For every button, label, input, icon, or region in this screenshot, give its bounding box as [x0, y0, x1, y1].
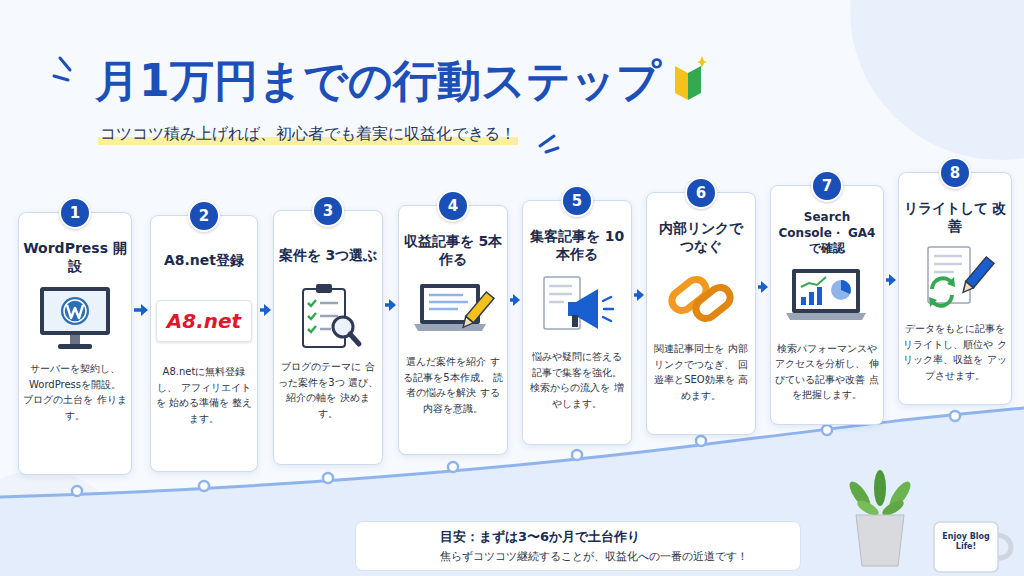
step-arrow — [758, 281, 768, 293]
arrow-head — [141, 304, 148, 316]
note-box: 目安：まずは3〜6か月で土台作り焦らずコツコツ継続することが、収益化への一番の近… — [355, 521, 801, 571]
plant — [846, 470, 914, 566]
note-heading: 目安：まずは3〜6か月で土台作り — [440, 528, 790, 546]
step-number-text: 5 — [572, 192, 582, 210]
step-number-text: 6 — [696, 184, 706, 202]
step-arrow — [634, 289, 644, 301]
rewrite-icon — [910, 243, 1000, 313]
logo-box: A8.net — [156, 300, 252, 342]
corner-blob — [850, 0, 1024, 160]
step-arrow — [260, 304, 271, 316]
logo-text: A8.net — [167, 309, 241, 333]
step-card: WordPress 開設 サーバーを契約し、 WordPressを開設。 ブログ… — [18, 212, 132, 475]
beginner-mark — [671, 56, 707, 104]
icon-slot — [278, 279, 378, 353]
step-arrow — [134, 304, 148, 316]
step-number: 3 — [312, 195, 344, 227]
arrow-head — [389, 299, 396, 311]
megaphone-icon — [532, 271, 622, 341]
arrow-head — [264, 304, 271, 316]
arrow-head — [761, 281, 768, 293]
step-card: リライトして 改善 データをもとに記事を リライトし、順位や クリック率、収益を… — [898, 172, 1012, 405]
step-heading: 案件を 3つ選ぶ — [278, 235, 378, 275]
icon-slot: A8.net — [155, 284, 253, 358]
arrow-head — [889, 274, 896, 286]
mug-text: Enjoy Blog Life! — [938, 532, 994, 552]
step-number-text: 7 — [822, 177, 832, 195]
step-number: 1 — [59, 197, 91, 229]
step-arrow — [385, 299, 396, 311]
arrow-head — [637, 289, 644, 301]
step-heading: Search Console・ GA4で確認 — [775, 210, 879, 257]
step-number-text: 3 — [323, 202, 333, 220]
step-heading: 内部リンクで つなぐ — [651, 217, 751, 257]
step-number: 6 — [685, 177, 717, 209]
step-card: A8.net登録 A8.netA8.netに無料登録し、 アフィリエイトを 始める… — [150, 215, 258, 472]
title: 月1万円までの行動ステップ — [95, 52, 661, 111]
step-number: 5 — [561, 185, 593, 217]
checklist-icon — [283, 281, 373, 351]
step-card: Search Console・ GA4で確認 検索パフォーマンスや アクセスを分… — [770, 185, 884, 425]
step-description: ブログのテーマに 合った案件を3つ 選び、紹介の軸を 決めます。 — [278, 359, 378, 421]
step-description: 選んだ案件を紹介 する記事を5本作成。 読者の悩みを解決 する内容を意識。 — [403, 354, 503, 416]
step-number-text: 1 — [70, 204, 80, 222]
subtitle: コツコツ積み上げれば、初心者でも着実に収益化できる！ — [98, 124, 518, 145]
step-card: 案件を 3つ選ぶ ブログのテーマに 合った案件を3つ 選び、紹介の軸を 決めます… — [273, 210, 383, 465]
step-arrow — [886, 274, 896, 286]
step-heading: 収益記事を 5本作る — [403, 230, 503, 270]
step-number-text: 8 — [950, 164, 960, 182]
monitor-icon — [30, 283, 120, 353]
step-heading: A8.net登録 — [155, 240, 253, 280]
step-card: 集客記事を 10本作る 悩みや疑問に答える 記事で集客を強化。 検索からの流入を… — [522, 200, 632, 445]
analytics-icon — [782, 263, 872, 333]
step-card: 内部リンクで つなぐ 関連記事同士を 内部リンクでつなぎ、 回遊率とSEO効果を… — [646, 192, 756, 435]
step-description: 関連記事同士を 内部リンクでつなぎ、 回遊率とSEO効果を 高めます。 — [651, 341, 751, 403]
step-number: 8 — [939, 157, 971, 189]
step-heading: 集客記事を 10本作る — [527, 225, 627, 265]
laptop-pencil-icon — [408, 276, 498, 346]
icon-slot — [527, 269, 627, 343]
step-description: データをもとに記事を リライトし、順位や クリック率、収益を アップさせます。 — [903, 321, 1007, 383]
mug — [934, 522, 1011, 572]
step-heading: リライトして 改善 — [903, 197, 1007, 237]
step-description: A8.netに無料登録し、 アフィリエイトを 始める準備を 整えます。 — [155, 364, 253, 426]
step-number: 4 — [437, 190, 469, 222]
step-number-text: 4 — [448, 197, 458, 215]
step-number-text: 2 — [199, 207, 209, 225]
step-arrow — [510, 294, 520, 306]
icon-slot — [403, 274, 503, 348]
arrow-head — [513, 294, 520, 306]
step-description: サーバーを契約し、 WordPressを開設。 ブログの土台を 作ります。 — [23, 361, 127, 423]
icon-slot — [651, 261, 751, 335]
icon-slot — [23, 281, 127, 355]
note-body: 焦らずコツコツ継続することが、収益化への一番の近道です！ — [440, 549, 790, 564]
step-description: 検索パフォーマンスや アクセスを分析し、 伸びている記事や改善 点を把握します。 — [775, 341, 879, 403]
arrow-line — [134, 308, 142, 312]
icon-slot — [903, 241, 1007, 315]
icon-slot — [775, 261, 879, 335]
step-number: 2 — [188, 200, 220, 232]
chain-icon — [656, 263, 746, 333]
step-description: 悩みや疑問に答える 記事で集客を強化。 検索からの流入を 増やします。 — [527, 349, 627, 411]
step-heading: WordPress 開設 — [23, 237, 127, 277]
step-card: 収益記事を 5本作る 選んだ案件を紹介 する記事を5本作成。 読者の悩みを解決 … — [398, 205, 508, 455]
step-number: 7 — [811, 170, 843, 202]
